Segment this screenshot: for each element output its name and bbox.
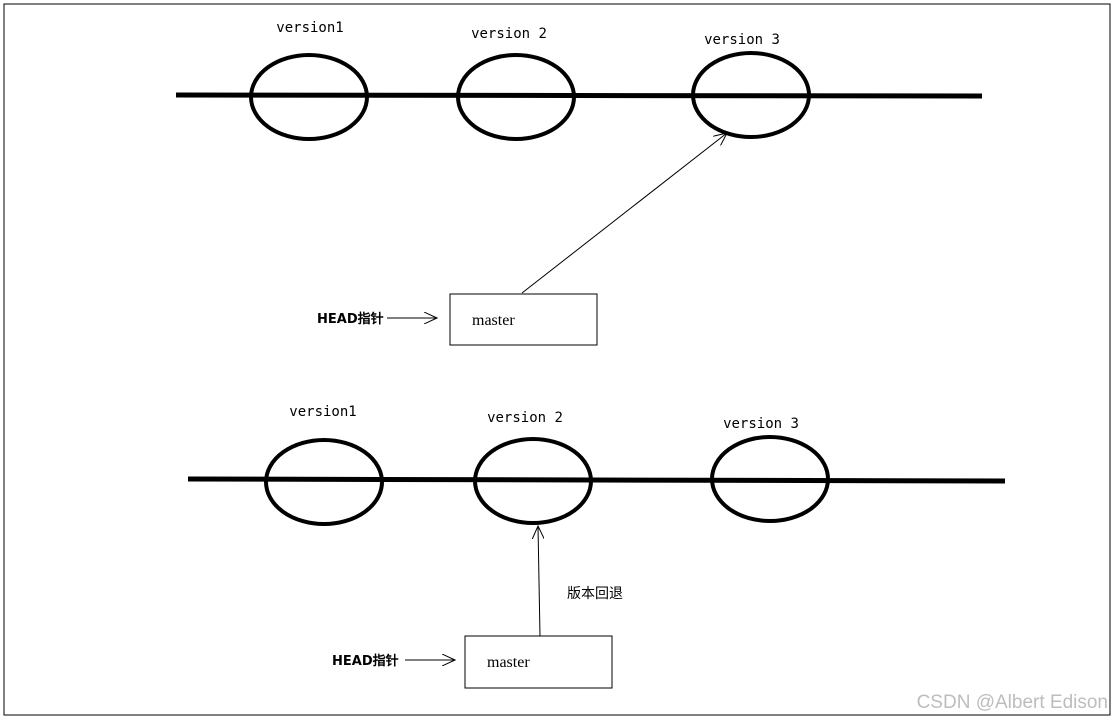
top-commit-label-1: version1: [276, 20, 343, 36]
bottom-commit-node-3: [710, 435, 830, 523]
bottom-timeline: [187, 476, 1006, 484]
diagram-border: [3, 3, 1111, 716]
bottom-commit-node-1: [264, 438, 384, 526]
bottom-commit-label-1: version1: [289, 404, 356, 420]
top-commit-node-2: [456, 53, 576, 141]
csdn-watermark: CSDN @Albert Edison: [917, 692, 1108, 713]
bottom-commit-label-2: version 2: [487, 410, 563, 426]
top-timeline: [175, 92, 983, 99]
bottom-commit-node-2: [473, 437, 593, 525]
top-commit-label-2: version 2: [471, 26, 547, 42]
bottom-master-branch-box: [464, 635, 613, 689]
top-head-pointer-label: HEAD指针: [317, 311, 384, 327]
top-master-branch-box: [449, 293, 598, 346]
top-master-to-version3-arrow: [521, 133, 727, 294]
top-commit-node-1: [249, 53, 369, 141]
bottom-diagram: version1 version 2 version 3 master 版本回退…: [187, 404, 1006, 689]
rollback-arrow: [538, 526, 540, 637]
rollback-label: 版本回退: [567, 586, 623, 602]
bottom-commit-label-3: version 3: [723, 416, 799, 432]
top-master-branch-label: master: [472, 312, 515, 329]
top-diagram: version1 version 2 version 3 master HEAD…: [175, 20, 983, 346]
top-commit-label-3: version 3: [704, 32, 780, 48]
top-commit-node-3: [691, 51, 811, 139]
bottom-head-pointer-label: HEAD指针: [332, 653, 399, 669]
bottom-master-branch-label: master: [487, 654, 530, 671]
